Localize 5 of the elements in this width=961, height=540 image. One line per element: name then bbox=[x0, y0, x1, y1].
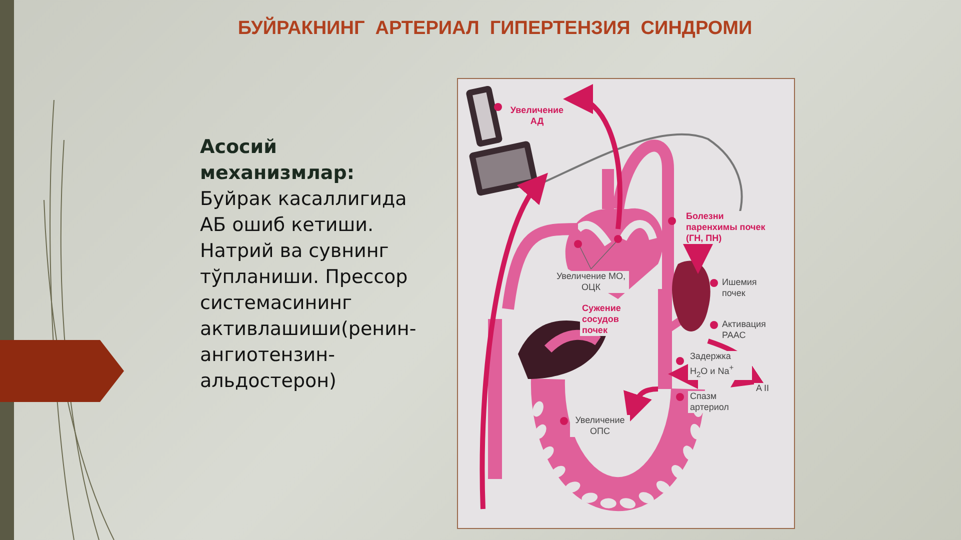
figure-label: Увеличение ОПС bbox=[570, 415, 630, 437]
figure-label: Задержка H$_{2}$O и Na$^{+}$ bbox=[688, 351, 752, 380]
paragraph: Буйрак касаллигида АБ ошиб кетиши. Натрий ва сувнинг тўпланиши. Прессор системасининг активлашиши(ренин-ангиотензин-альдостерон) bbox=[200, 187, 418, 394]
slide-title: БУЙРАКНИНГ АРТЕРИАЛ ГИПЕРТЕНЗИЯ СИНДРОМИ bbox=[236, 18, 754, 40]
heading: Асосий механизмлар: bbox=[200, 135, 356, 186]
